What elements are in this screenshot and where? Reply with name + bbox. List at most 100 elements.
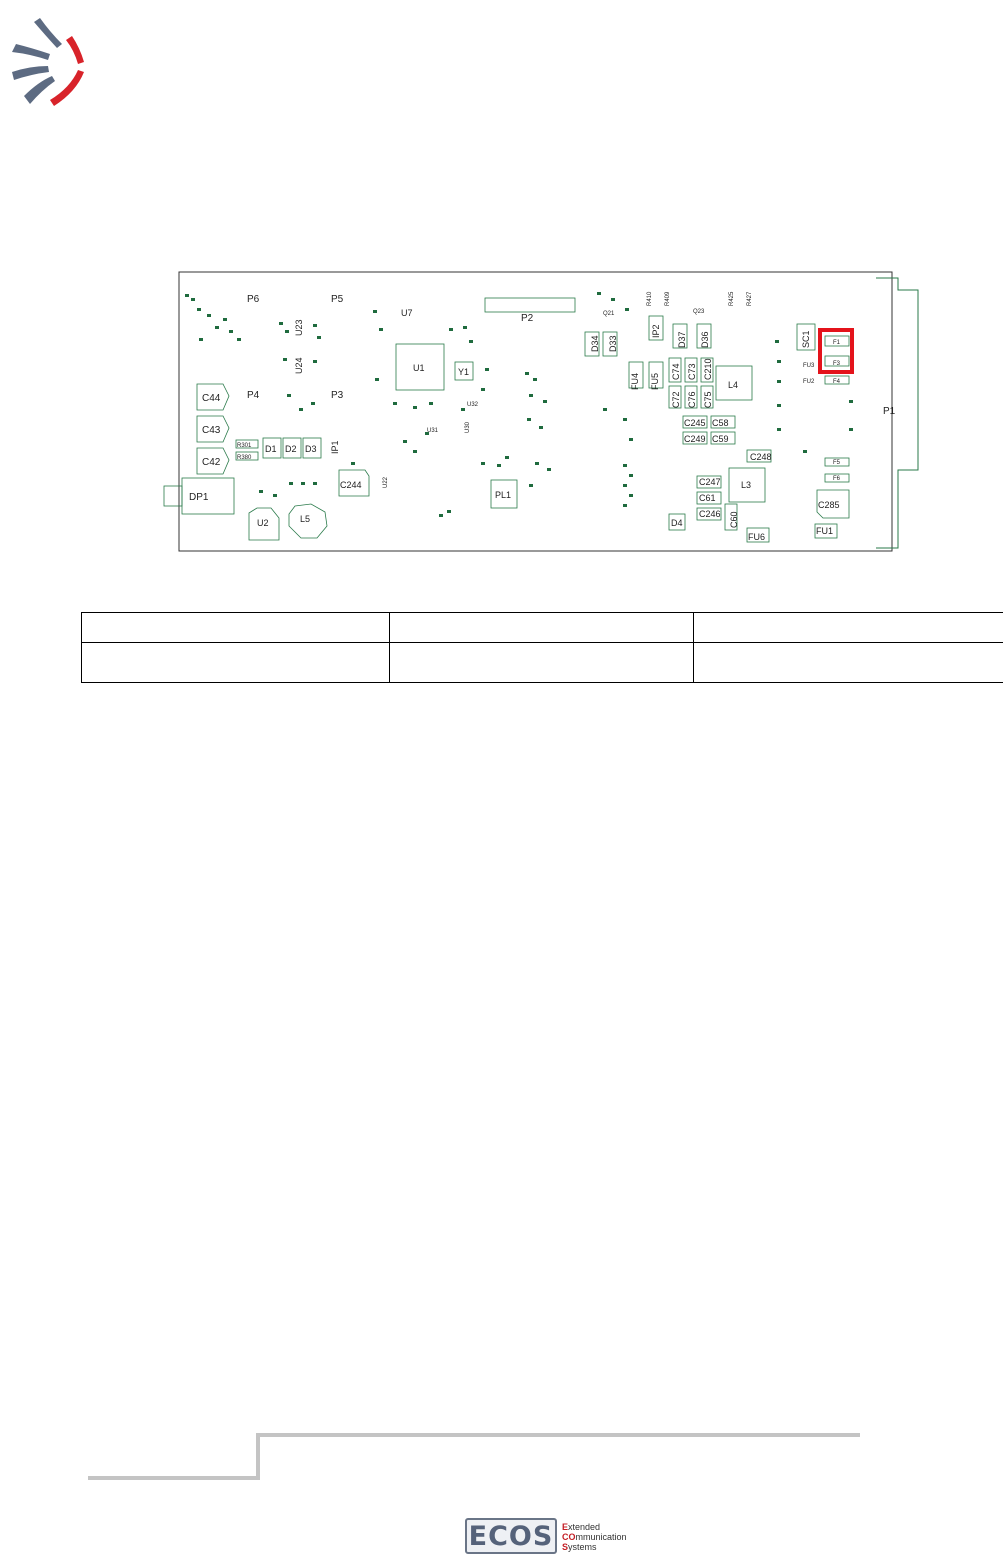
table-cell: [389, 612, 694, 643]
table-cell: [389, 642, 694, 683]
svg-text:C246: C246: [699, 509, 721, 519]
u2-outline: [248, 507, 280, 541]
blank-table: [81, 612, 1003, 683]
edge-connector-p1: [876, 277, 919, 549]
svg-text:FU3: FU3: [803, 363, 815, 369]
svg-text:FU5: FU5: [650, 373, 660, 390]
table-row: [81, 642, 1003, 683]
c43-outline: [196, 415, 230, 443]
tagline-rest: mmunication: [575, 1532, 627, 1542]
ecos-tagline: Extended COmmunication Systems: [562, 1522, 627, 1552]
l4-outline: [715, 365, 753, 401]
footer-rule: [88, 1433, 860, 1480]
label-c42: C42: [202, 457, 221, 468]
svg-text:D1: D1: [265, 444, 277, 454]
tagline-rest: ystems: [568, 1542, 597, 1552]
svg-text:FU6: FU6: [748, 532, 765, 542]
table-cell: [693, 642, 1003, 683]
tagline-cap: S: [562, 1542, 569, 1552]
svg-text:C210: C210: [703, 358, 713, 380]
svg-text:F3: F3: [833, 361, 841, 367]
svg-text:U2: U2: [257, 518, 269, 528]
l5-outline: [288, 503, 328, 539]
svg-text:R409: R409: [665, 291, 671, 306]
svg-text:C74: C74: [671, 363, 681, 380]
highlight-box: [818, 328, 854, 374]
svg-text:C249: C249: [684, 434, 706, 444]
svg-text:U31: U31: [427, 428, 439, 434]
pcb-layout-figure: P6 P5 P4 P3 P2 P1 DP1 C44 C43 C42 D1 D2 …: [163, 271, 919, 552]
tagline-rest: xtended: [568, 1522, 601, 1532]
u1-outline: [395, 343, 445, 391]
svg-text:C75: C75: [703, 391, 713, 408]
dp1-housing: [181, 477, 235, 515]
svg-text:FU2: FU2: [803, 379, 815, 385]
label-p1: P1: [883, 406, 896, 417]
svg-text:L4: L4: [728, 380, 738, 390]
svg-text:C244: C244: [340, 480, 362, 490]
board-outline: [178, 271, 893, 552]
label-p3: P3: [331, 390, 344, 401]
label-p5: P5: [331, 294, 344, 305]
svg-text:D37: D37: [677, 331, 687, 348]
svg-text:C61: C61: [699, 493, 716, 503]
svg-text:R427: R427: [747, 291, 753, 306]
table-cell: [81, 612, 390, 643]
svg-text:F1: F1: [833, 340, 841, 346]
smt-pads: [185, 292, 853, 517]
svg-text:R410: R410: [647, 291, 653, 306]
company-logo: [12, 18, 84, 106]
svg-text:D2: D2: [285, 444, 297, 454]
svg-text:FU4: FU4: [630, 373, 640, 390]
svg-text:F4: F4: [833, 379, 841, 385]
svg-text:R301: R301: [237, 443, 252, 449]
swirl-logo-icon: [12, 18, 84, 106]
tagline-cap: E: [562, 1522, 569, 1532]
svg-text:C72: C72: [671, 391, 681, 408]
ecos-logo: ECOS: [465, 1518, 557, 1554]
table-cell: [693, 612, 1003, 643]
svg-text:C76: C76: [687, 391, 697, 408]
svg-text:PL1: PL1: [495, 490, 511, 500]
svg-text:IP2: IP2: [651, 324, 661, 338]
svg-text:IP1: IP1: [330, 440, 340, 454]
tagline-cap: CO: [562, 1532, 576, 1542]
svg-text:U1: U1: [413, 363, 425, 373]
table-cell: [81, 642, 390, 683]
svg-text:C245: C245: [684, 418, 706, 428]
svg-text:D33: D33: [608, 335, 618, 352]
svg-text:F6: F6: [833, 476, 841, 482]
svg-text:Q21: Q21: [603, 311, 615, 317]
svg-text:Q23: Q23: [693, 309, 705, 315]
svg-text:C248: C248: [750, 452, 772, 462]
p2-outline: [484, 297, 576, 313]
svg-text:D4: D4: [671, 518, 683, 528]
svg-text:R425: R425: [729, 291, 735, 306]
svg-text:R380: R380: [237, 455, 252, 461]
svg-text:D36: D36: [700, 331, 710, 348]
svg-text:L5: L5: [300, 514, 310, 524]
svg-text:F5: F5: [833, 460, 841, 466]
svg-text:D3: D3: [305, 444, 317, 454]
label-p4: P4: [247, 390, 260, 401]
c42-outline: [196, 447, 230, 475]
label-p2: P2: [521, 313, 534, 324]
svg-text:SC1: SC1: [801, 330, 811, 348]
svg-text:U7: U7: [401, 308, 413, 318]
svg-text:C285: C285: [818, 500, 840, 510]
pl1-outline: [490, 479, 518, 509]
svg-text:U32: U32: [467, 402, 479, 408]
svg-text:C58: C58: [712, 418, 729, 428]
svg-text:Y1: Y1: [458, 367, 469, 377]
svg-text:U22: U22: [383, 476, 389, 488]
ecos-logo-word: ECOS: [468, 1520, 554, 1552]
svg-text:U30: U30: [465, 421, 471, 433]
svg-text:U24: U24: [294, 357, 304, 374]
l3-outline: [728, 467, 766, 503]
table-row: [81, 612, 1003, 643]
label-c43: C43: [202, 425, 221, 436]
label-c44: C44: [202, 393, 221, 404]
svg-text:L3: L3: [741, 480, 751, 490]
c44-outline: [196, 383, 230, 411]
svg-text:FU1: FU1: [816, 526, 833, 536]
